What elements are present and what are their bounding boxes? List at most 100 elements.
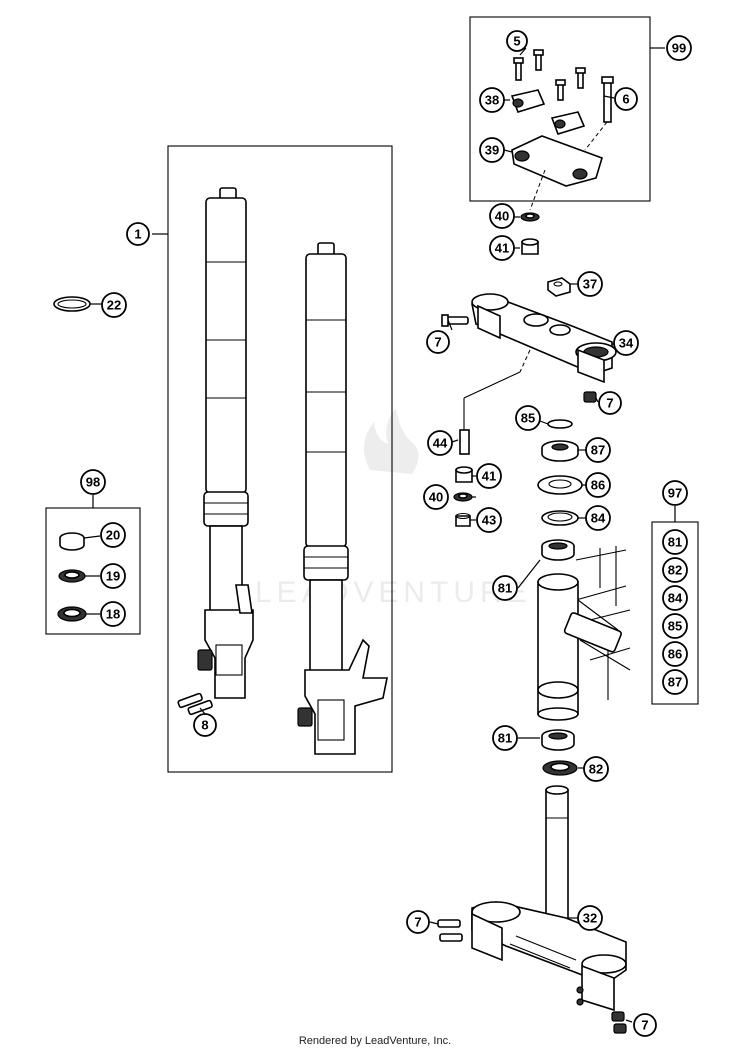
lower-triple-clamp-32 xyxy=(471,785,627,1012)
svg-text:40: 40 xyxy=(429,490,443,505)
spacer-41-mid xyxy=(455,466,473,483)
svg-text:81: 81 xyxy=(498,731,512,746)
svg-text:37: 37 xyxy=(583,277,597,292)
svg-text:18: 18 xyxy=(106,607,120,622)
svg-text:22: 22 xyxy=(107,298,121,313)
callout-5: 5 xyxy=(506,30,528,52)
svg-text:84: 84 xyxy=(591,511,606,526)
seal-86 xyxy=(537,475,583,495)
clamp-caps-38 xyxy=(510,89,586,135)
clamp-base-39 xyxy=(511,135,603,187)
upper-triple-clamp-34 xyxy=(471,293,617,384)
svg-text:7: 7 xyxy=(641,1018,648,1033)
svg-text:86: 86 xyxy=(591,478,605,493)
callout-43: 43 xyxy=(476,507,502,533)
svg-text:7: 7 xyxy=(606,396,613,411)
callout-19: 19 xyxy=(100,563,126,589)
seal-82 xyxy=(542,760,578,776)
svg-text:7: 7 xyxy=(414,915,421,930)
callout-39: 39 xyxy=(479,137,505,163)
bolts-5 xyxy=(513,49,586,101)
svg-text:7: 7 xyxy=(434,335,441,350)
kit-97-item: 86 xyxy=(662,641,688,667)
nut-37 xyxy=(547,277,571,297)
svg-text:40: 40 xyxy=(495,209,509,224)
callout-82: 82 xyxy=(583,756,609,782)
pin-44 xyxy=(459,429,470,455)
svg-text:85: 85 xyxy=(521,411,535,426)
svg-text:87: 87 xyxy=(591,443,605,458)
kit-97-item: 85 xyxy=(662,613,688,639)
callout-86: 86 xyxy=(585,472,611,498)
svg-text:86: 86 xyxy=(668,647,682,662)
svg-text:98: 98 xyxy=(86,475,100,490)
frame-steering-head xyxy=(537,546,631,721)
seal-18 xyxy=(57,606,87,622)
svg-text:85: 85 xyxy=(668,619,682,634)
svg-text:8: 8 xyxy=(201,718,208,733)
svg-text:39: 39 xyxy=(485,143,499,158)
bearing-81-bottom xyxy=(541,729,575,751)
callout-37: 37 xyxy=(577,271,603,297)
clamp-screws-8 xyxy=(177,692,213,716)
svg-text:81: 81 xyxy=(498,581,512,596)
svg-text:81: 81 xyxy=(668,535,682,550)
callout-84: 84 xyxy=(585,505,611,531)
svg-text:82: 82 xyxy=(589,762,603,777)
callout-87: 87 xyxy=(585,437,611,463)
svg-text:41: 41 xyxy=(495,241,509,256)
svg-text:87: 87 xyxy=(668,675,682,690)
svg-text:32: 32 xyxy=(583,911,597,926)
svg-text:6: 6 xyxy=(622,92,629,107)
callout-32: 32 xyxy=(577,905,603,931)
left-fork-leg xyxy=(197,187,254,699)
callout-7: 7 xyxy=(426,330,450,354)
callout-20: 20 xyxy=(100,522,126,548)
callout-41: 41 xyxy=(476,463,502,489)
nut-43 xyxy=(455,512,471,527)
callout-18: 18 xyxy=(100,601,126,627)
svg-text:43: 43 xyxy=(482,513,496,528)
footer-credit: Rendered by LeadVenture, Inc. xyxy=(298,1035,452,1047)
callout-7: 7 xyxy=(633,1013,657,1037)
callout-7: 7 xyxy=(598,391,622,415)
seal-19 xyxy=(58,569,86,583)
screw-7-upper-right xyxy=(583,391,597,403)
kit-97-item: 84 xyxy=(662,585,688,611)
kit-97-item: 81 xyxy=(662,529,688,555)
svg-text:44: 44 xyxy=(433,436,448,451)
kit-99-box xyxy=(469,16,651,202)
callout-22: 22 xyxy=(101,292,127,318)
watermark-text: LEADVENTURE xyxy=(255,576,532,609)
callout-98: 98 xyxy=(80,469,106,495)
svg-text:97: 97 xyxy=(668,486,682,501)
callout-38: 38 xyxy=(479,87,505,113)
callout-40: 40 xyxy=(423,484,449,510)
screw-7-upper-left xyxy=(441,314,469,327)
seal-20 xyxy=(59,532,85,551)
o-ring-22 xyxy=(53,296,91,312)
fork-assembly-box xyxy=(167,145,393,773)
callout-41: 41 xyxy=(489,235,515,261)
callout-81: 81 xyxy=(492,725,518,751)
kit-97-item: 82 xyxy=(662,557,688,583)
svg-text:41: 41 xyxy=(482,469,496,484)
svg-text:82: 82 xyxy=(668,563,682,578)
screws-7-lower-right xyxy=(611,1011,627,1034)
callout-97: 97 xyxy=(662,480,688,506)
spacer-41-top xyxy=(521,238,539,255)
callout-34: 34 xyxy=(613,330,639,356)
leader-lines xyxy=(83,47,633,1023)
callout-1: 1 xyxy=(126,222,150,246)
svg-text:84: 84 xyxy=(668,591,683,606)
svg-text:5: 5 xyxy=(513,34,520,49)
callout-40: 40 xyxy=(489,203,515,229)
callout-85: 85 xyxy=(515,405,541,431)
callout-8: 8 xyxy=(193,713,217,737)
ring-85 xyxy=(547,419,573,429)
svg-text:34: 34 xyxy=(619,336,634,351)
watermark: LEADVENTURE xyxy=(255,408,532,609)
bearing-81-top xyxy=(541,539,575,561)
long-bolt-6 xyxy=(603,81,612,123)
